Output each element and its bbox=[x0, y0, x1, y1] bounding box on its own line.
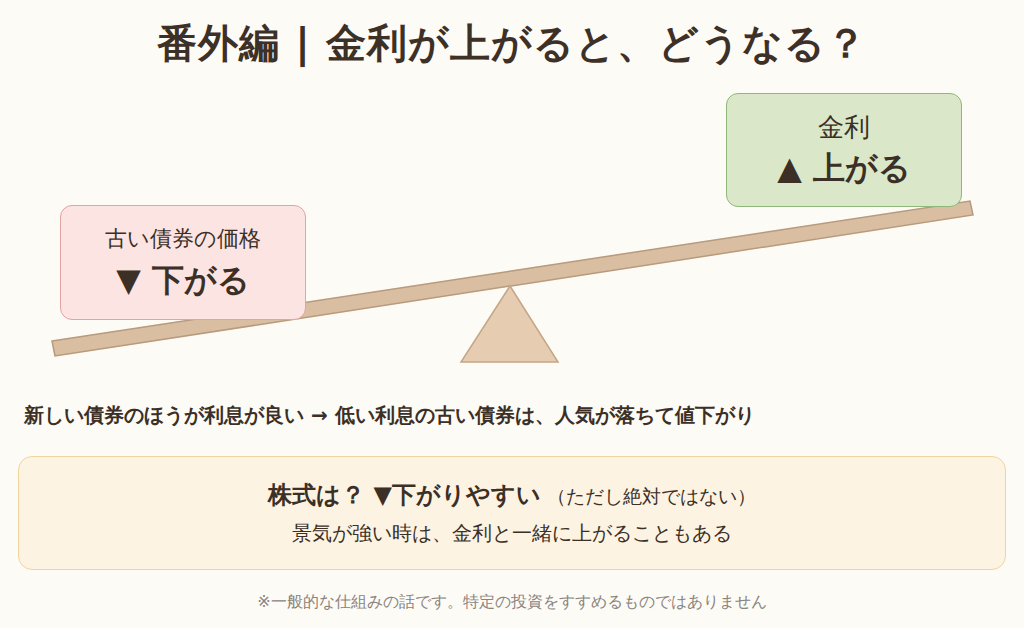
label-box: 金利 ▲ 上がる bbox=[726, 93, 962, 207]
box-text: ▲ 上がる bbox=[727, 149, 961, 187]
box-text: （ただし絶対ではない） bbox=[547, 485, 756, 508]
box-text: ▼ 下がる bbox=[61, 261, 305, 299]
seesaw-fulcrum bbox=[461, 286, 558, 362]
box-heading: 株式は？ ▼下がりやすい bbox=[268, 481, 541, 510]
disclaimer-caption: ※一般的な仕組みの話です。特定の投資をすすめるものではありません bbox=[0, 592, 1024, 613]
title: 番外編 | 金利が上がると、どうなる？ bbox=[0, 16, 1024, 71]
explanation-note: 新しい債券のほうが利息が良い → 低い利息の古い債券は、人気が落ちて値下がり bbox=[24, 402, 755, 429]
label-box: 古い債券の価格 ▼ 下がる bbox=[60, 205, 306, 320]
note-band: 株式は？ ▼下がりやすい （ただし絶対ではない） 景気が強い時は、金利と一緒に上がる… bbox=[18, 456, 1006, 570]
box-heading: 金利 bbox=[727, 112, 961, 143]
box-heading: 古い債券の価格 bbox=[61, 226, 305, 252]
box-text: 景気が強い時は、金利と一緒に上がることもある bbox=[19, 521, 1005, 545]
